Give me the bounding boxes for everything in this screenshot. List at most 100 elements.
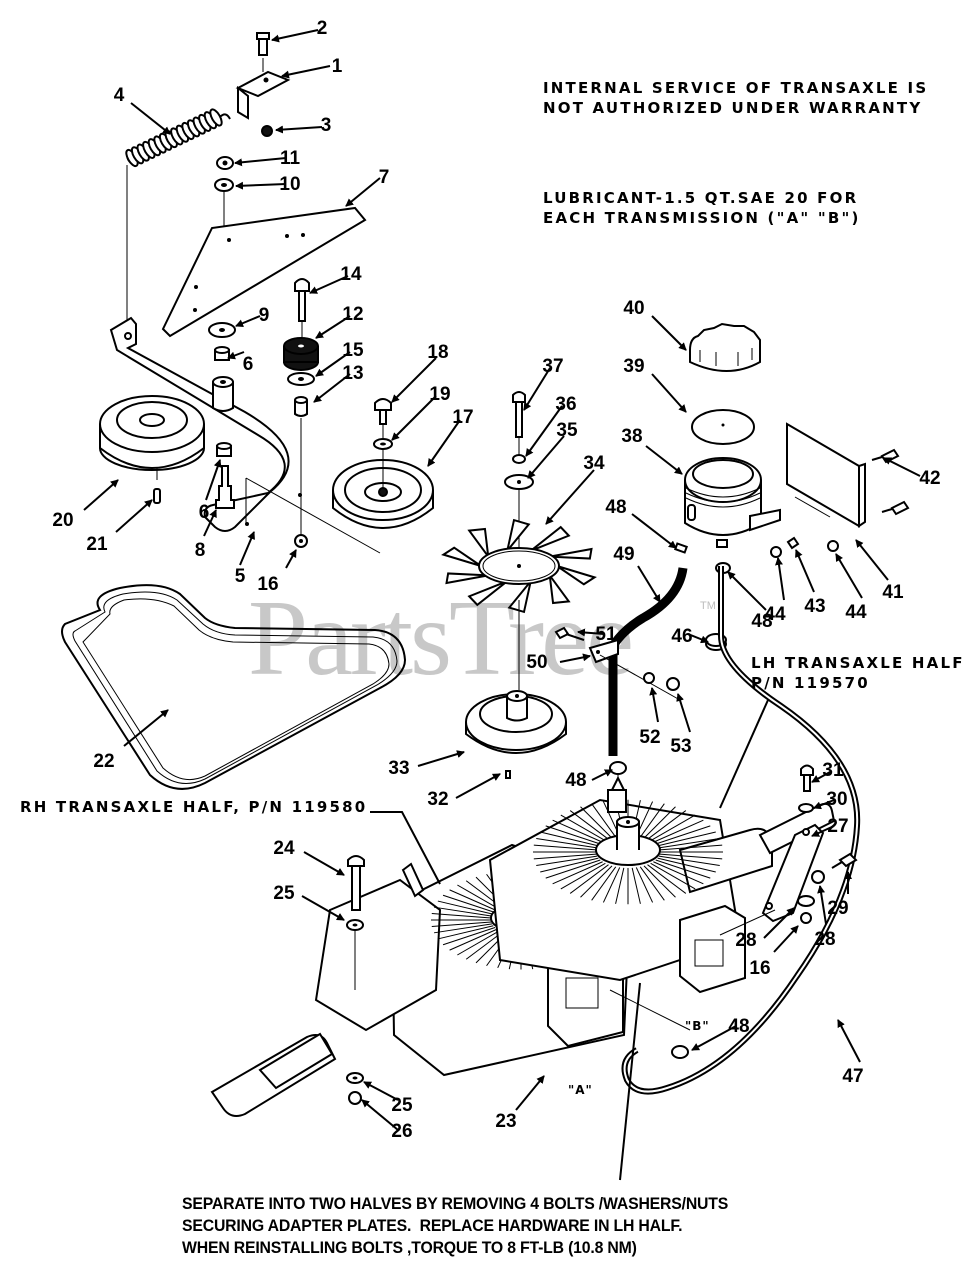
callout-lockwasher-36[interactable]: 36 [555,394,576,415]
reservoir-part-38[interactable] [684,457,781,548]
bolt-part-24[interactable] [347,855,365,911]
washer-part-25-top[interactable] [346,919,364,990]
key-part-21[interactable] [153,488,161,504]
callout-screws-42[interactable]: 42 [919,468,940,489]
lockwasher-part-36[interactable] [512,454,526,464]
key-part-32[interactable] [505,770,511,779]
spacer-part-28[interactable] [797,895,815,907]
callout-nut-3[interactable]: 3 [321,115,332,136]
callout-idler-12[interactable]: 12 [342,304,363,325]
callout-clamp-48[interactable]: 48 [751,611,772,632]
nut-part-6-upper[interactable] [214,346,230,361]
callout-washer-15[interactable]: 15 [342,340,364,361]
bolt-part-18[interactable] [374,398,392,440]
bolt-part-2[interactable] [256,32,270,72]
washer-part-28[interactable] [811,870,825,884]
washer-part-25-bottom[interactable] [346,1072,364,1084]
bolt-part-31[interactable] [800,764,814,792]
callout-clamp-48[interactable]: 48 [565,770,586,791]
callout-nut-44[interactable]: 44 [845,602,867,623]
fan-part-34[interactable] [441,518,597,690]
callout-idler-pulley-17[interactable]: 17 [452,407,473,428]
callout-clip-50[interactable]: 50 [526,652,547,673]
screws-part-42[interactable] [871,448,910,516]
callout-v-belt-22[interactable]: 22 [93,751,114,772]
callout-reservoir-38[interactable]: 38 [621,426,642,447]
idler-part-12[interactable] [283,337,319,371]
callout-clamp-48[interactable]: 48 [605,497,626,518]
callout-key-21[interactable]: 21 [86,534,108,555]
callout-spacer-28[interactable]: 28 [735,930,756,951]
nut-part-16-upper[interactable] [294,534,308,548]
callout-bracket-27[interactable]: 27 [827,816,848,837]
spacer-tube[interactable] [212,376,234,412]
callout-plate-7[interactable]: 7 [379,167,390,188]
callout-washer-35[interactable]: 35 [556,420,578,441]
callout-washer-28[interactable]: 28 [814,929,835,950]
callout-screw-51[interactable]: 51 [595,624,617,645]
callout-shoulder-bolt-8[interactable]: 8 [195,540,206,561]
callout-nut-16[interactable]: 16 [257,574,278,595]
callout-clamp-48[interactable]: 48 [728,1016,749,1037]
callout-nut-44[interactable]: 44 [764,604,786,625]
washer-part-15[interactable] [287,372,315,386]
callout-bolt-24[interactable]: 24 [273,838,295,859]
washer-part-43[interactable] [786,536,800,550]
bolt-part-29[interactable] [831,852,858,869]
callout-bolt-2[interactable]: 2 [317,18,328,39]
callout-washer-25[interactable]: 25 [273,883,295,904]
callout-washer-19[interactable]: 19 [429,384,450,405]
callout-fan-34[interactable]: 34 [583,453,605,474]
callout-bolt-31[interactable]: 31 [822,760,844,781]
callout-bracket-41[interactable]: 41 [882,582,904,603]
plate-part-7[interactable] [161,206,367,338]
shoulder-bolt-part-8[interactable] [215,465,235,509]
callout-washer-25[interactable]: 25 [391,1095,413,1116]
washer-part-10[interactable] [214,178,234,240]
idler-arm-part-5[interactable] [109,316,381,554]
callout-spacer-13[interactable]: 13 [342,363,363,384]
bracket-part-41[interactable] [786,422,866,528]
clamp-part-48-hose[interactable] [673,542,689,554]
v-belt-part-22[interactable] [61,584,407,790]
callout-nut-6[interactable]: 6 [199,502,210,523]
callout-nut-11[interactable]: 11 [280,148,301,169]
nut-part-44-right[interactable] [827,540,839,552]
callout-nut-26[interactable]: 26 [391,1121,412,1142]
pulley-part-20[interactable] [99,395,205,480]
callout-grommet-46[interactable]: 46 [671,626,692,647]
washer-part-9[interactable] [208,322,236,338]
callout-washer-43[interactable]: 43 [804,596,825,617]
nut-part-53[interactable] [666,677,680,691]
clip-part-50[interactable] [588,638,681,701]
callout-cap-40[interactable]: 40 [623,298,644,319]
callout-bolt-37[interactable]: 37 [542,356,563,377]
callout-washer-30[interactable]: 30 [826,789,847,810]
bracket-part-1[interactable] [235,70,291,120]
callout-nut-53[interactable]: 53 [670,736,691,757]
callout-gasket-39[interactable]: 39 [623,356,644,377]
callout-pulley-20[interactable]: 20 [52,510,73,531]
washer-part-19[interactable] [373,438,393,488]
callout-hose-47[interactable]: 47 [842,1066,863,1087]
gasket-part-39[interactable] [691,409,755,445]
callout-bolt-29[interactable]: 29 [827,898,848,919]
callout-nut-16[interactable]: 16 [749,958,770,979]
callout-bracket-1[interactable]: 1 [332,56,343,77]
nut-part-16-lower[interactable] [800,912,812,924]
bolt-part-37[interactable] [512,391,526,456]
nut-part-6-lower[interactable] [216,442,232,457]
bolt-part-14[interactable] [294,278,310,340]
callout-washer-10[interactable]: 10 [279,174,300,195]
callout-bolt-14[interactable]: 14 [340,264,362,285]
callout-idler-arm-5[interactable]: 5 [235,566,246,587]
nut-part-3[interactable] [261,125,273,137]
callout-key-32[interactable]: 32 [427,789,448,810]
callout-nut-6[interactable]: 6 [243,354,254,375]
washer-part-30[interactable] [798,803,814,813]
callout-pulley-33[interactable]: 33 [388,758,409,779]
clamp-part-48-bottom[interactable] [671,1045,689,1059]
lh-transaxle-half[interactable] [488,775,836,994]
spring-part-4[interactable] [124,108,231,330]
callout-transaxle-23[interactable]: 23 [495,1111,516,1132]
